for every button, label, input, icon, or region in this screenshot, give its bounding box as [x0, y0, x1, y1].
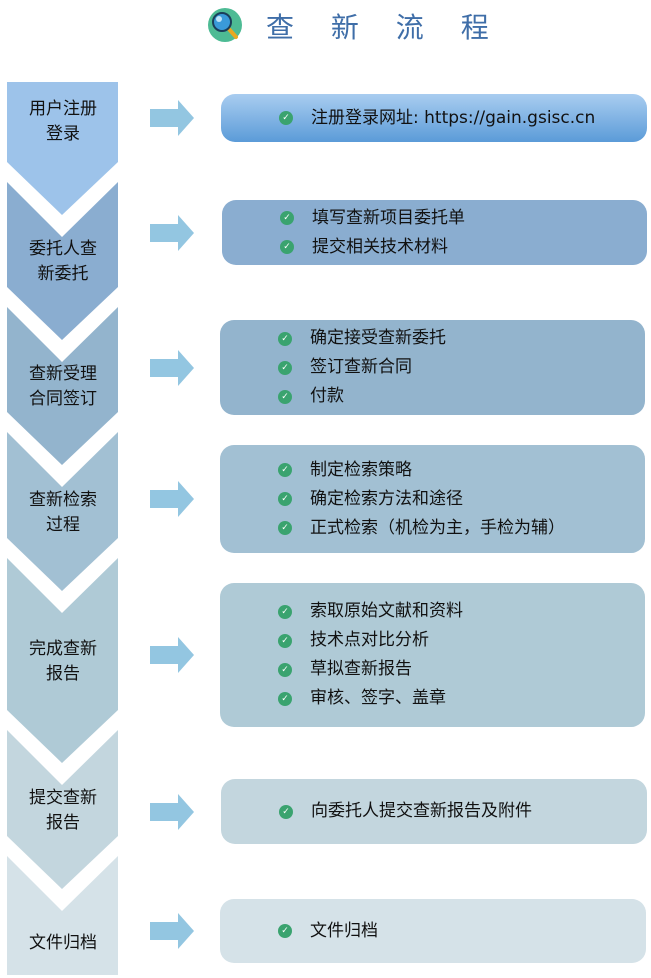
- detail-item: ✓ 付款: [278, 382, 645, 411]
- step-label-line: 文件归档: [29, 932, 97, 953]
- detail-item-text: 签订查新合同: [310, 357, 412, 377]
- step-label: 提交查新报告: [8, 786, 118, 836]
- check-icon: ✓: [278, 331, 292, 346]
- detail-item-text: 技术点对比分析: [310, 630, 429, 650]
- detail-item: ✓ 索取原始文献和资料: [278, 597, 645, 626]
- check-icon: ✓: [278, 389, 292, 404]
- step-label: 查新受理合同签订: [8, 362, 118, 412]
- step-chevron: [7, 730, 118, 889]
- detail-item: ✓ 技术点对比分析: [278, 626, 645, 655]
- step-detail-box: ✓ 制定检索策略 ✓ 确定检索方法和途径 ✓ 正式检索（机检为主，手检为辅）: [220, 445, 645, 553]
- step-label: 委托人查新委托: [8, 237, 118, 287]
- check-icon: ✓: [278, 691, 292, 706]
- right-arrow-icon: [150, 214, 194, 251]
- step-label-line: 过程: [46, 514, 80, 535]
- detail-item-text: 提交相关技术材料: [312, 236, 448, 257]
- detail-item: ✓ 草拟查新报告: [278, 655, 645, 684]
- step-detail-box: ✓ 填写查新项目委托单 ✓ 提交相关技术材料: [222, 200, 647, 265]
- step-label-line: 完成查新: [29, 638, 97, 659]
- step-chevron: [7, 432, 118, 591]
- step-detail-box: ✓ 注册登录网址: https://gain.gsisc.cn: [221, 94, 647, 142]
- step-label-line: 报告: [46, 663, 80, 684]
- magnifier-icon: [208, 8, 242, 42]
- detail-item-text: 确定检索方法和途径: [310, 488, 463, 509]
- detail-item: ✓ 审核、签字、盖章: [278, 684, 645, 713]
- detail-item: ✓ 确定接受查新委托: [278, 324, 645, 353]
- detail-item-text: 注册登录网址: https://gain.gsisc.cn: [311, 107, 596, 128]
- check-icon: ✓: [279, 111, 293, 125]
- right-arrow-icon: [150, 481, 194, 517]
- check-icon: ✓: [278, 604, 292, 619]
- step-chevron: [7, 82, 118, 215]
- right-arrow-icon: [150, 349, 194, 386]
- page-title: 查 新 流 程: [208, 6, 503, 46]
- check-icon: ✓: [278, 521, 292, 535]
- step-label: 用户注册登录: [8, 97, 118, 147]
- check-icon: ✓: [280, 240, 294, 254]
- check-icon: ✓: [278, 633, 292, 648]
- step-detail-box: ✓ 向委托人提交查新报告及附件: [221, 779, 647, 844]
- detail-item-text: 填写查新项目委托单: [312, 207, 465, 228]
- right-arrow-icon: [150, 913, 194, 949]
- step-label-line: 合同签订: [29, 389, 97, 409]
- detail-item: ✓ 正式检索（机检为主，手检为辅）: [278, 514, 645, 543]
- step-label-line: 用户注册: [29, 99, 97, 119]
- check-icon: ✓: [278, 360, 292, 375]
- step-label-line: 查新检索: [29, 489, 97, 510]
- detail-item: ✓ 填写查新项目委托单: [280, 204, 647, 233]
- detail-item-text: 向委托人提交查新报告及附件: [311, 801, 532, 821]
- step-label: 完成查新报告: [8, 637, 118, 687]
- step-label: 文件归档: [8, 931, 118, 956]
- step-detail-box: ✓ 索取原始文献和资料 ✓ 技术点对比分析 ✓ 草拟查新报告 ✓ 审核、签字、盖章: [220, 583, 645, 727]
- step-label-line: 报告: [46, 812, 80, 833]
- check-icon: ✓: [280, 211, 294, 225]
- step-chevron: [7, 307, 118, 465]
- title-text: 查 新 流 程: [266, 11, 503, 44]
- detail-item: ✓ 向委托人提交查新报告及附件: [279, 797, 647, 826]
- step-chevron: [7, 558, 118, 763]
- step-detail-box: ✓ 确定接受查新委托 ✓ 签订查新合同 ✓ 付款: [220, 320, 645, 415]
- detail-item-text: 付款: [310, 386, 344, 406]
- detail-item: ✓ 文件归档: [278, 917, 646, 946]
- check-icon: ✓: [278, 662, 292, 677]
- detail-item: ✓ 确定检索方法和途径: [278, 485, 645, 514]
- right-arrow-icon: [150, 100, 194, 136]
- step-chevron: [7, 856, 118, 975]
- check-icon: ✓: [279, 804, 293, 819]
- detail-item-text: 正式检索（机检为主，手检为辅）: [310, 517, 565, 538]
- step-label-line: 登录: [46, 124, 80, 144]
- detail-item-text: 确定接受查新委托: [310, 328, 446, 348]
- detail-item-text: 草拟查新报告: [310, 659, 412, 679]
- check-icon: ✓: [278, 924, 292, 938]
- detail-item-text: 制定检索策略: [310, 459, 412, 480]
- detail-item-text: 审核、签字、盖章: [310, 688, 446, 708]
- check-icon: ✓: [278, 492, 292, 506]
- step-label: 查新检索过程: [8, 488, 118, 538]
- detail-item: ✓ 制定检索策略: [278, 456, 645, 485]
- step-chevron: [7, 182, 118, 340]
- check-icon: ✓: [278, 463, 292, 477]
- step-label-line: 提交查新: [29, 787, 97, 808]
- right-arrow-icon: [150, 637, 194, 673]
- step-label-line: 查新受理: [29, 364, 97, 384]
- detail-item: ✓ 签订查新合同: [278, 353, 645, 382]
- step-label-line: 委托人查: [29, 239, 97, 259]
- step-label-line: 新委托: [37, 264, 89, 284]
- right-arrow-icon: [150, 793, 194, 830]
- detail-item-text: 文件归档: [310, 920, 378, 941]
- detail-item: ✓ 提交相关技术材料: [280, 233, 647, 262]
- detail-item: ✓ 注册登录网址: https://gain.gsisc.cn: [279, 104, 647, 133]
- step-detail-box: ✓ 文件归档: [220, 899, 646, 963]
- detail-item-text: 索取原始文献和资料: [310, 601, 463, 621]
